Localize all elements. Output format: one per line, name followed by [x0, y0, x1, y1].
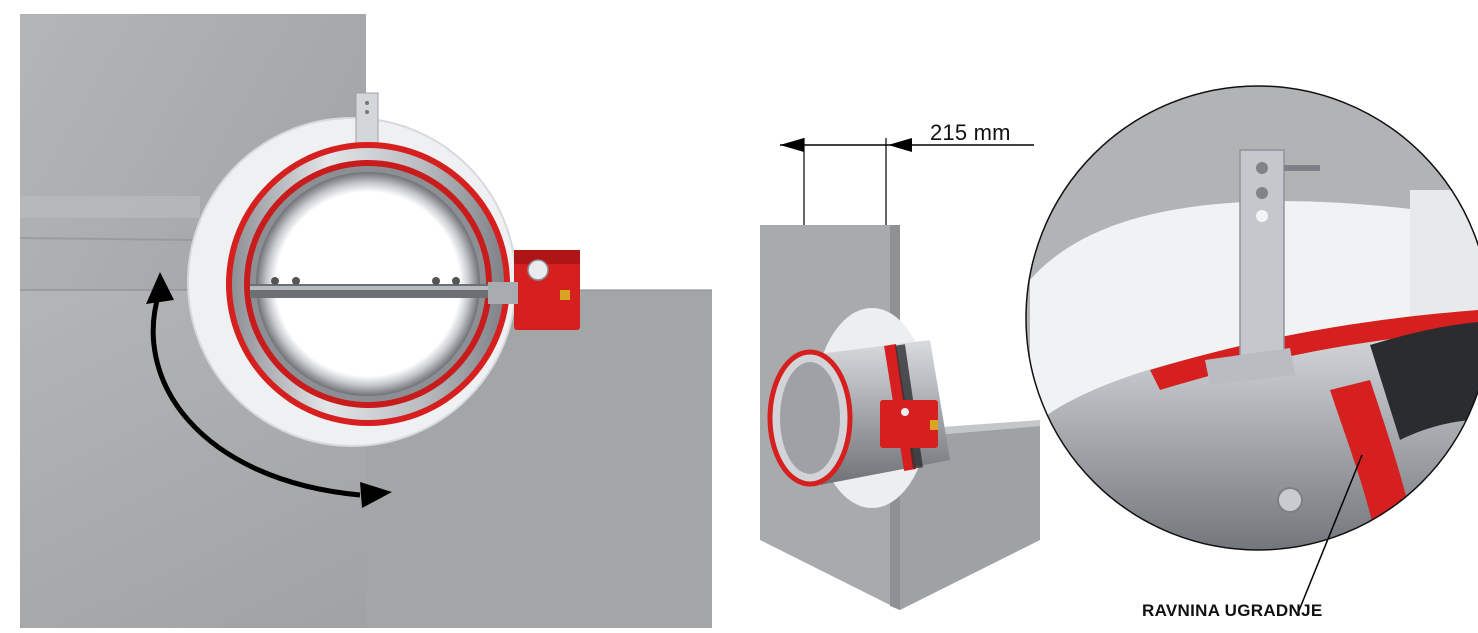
- front-view: [19, 14, 712, 628]
- perspective-actuator: [880, 400, 938, 448]
- perspective-view: [760, 138, 1040, 610]
- zoom-bracket: [1239, 149, 1285, 371]
- rotation-arrowhead-top: [146, 272, 174, 304]
- dim-arrow-right: [888, 138, 912, 152]
- rotation-arrow: [150, 289, 361, 498]
- perspective-step-face: [900, 426, 1040, 610]
- zoom-red-band: [1150, 310, 1478, 390]
- concrete-joint-band: [20, 196, 200, 218]
- actuator-knob: [527, 259, 549, 281]
- dim-arrow-left: [780, 138, 804, 152]
- installation-plane-label: RAVNINA UGRADNJE: [1142, 601, 1323, 620]
- dimension-label: 215 mm: [930, 120, 1011, 145]
- zoom-circle-outline: [1025, 85, 1478, 551]
- zoom-bottom-fixing: [1277, 487, 1303, 513]
- zoom-mounting-plate: [1030, 201, 1420, 430]
- detail-zoom: [1025, 85, 1478, 614]
- installation-plane-leader: [1297, 454, 1363, 614]
- rotation-arrowhead-bottom: [360, 482, 392, 508]
